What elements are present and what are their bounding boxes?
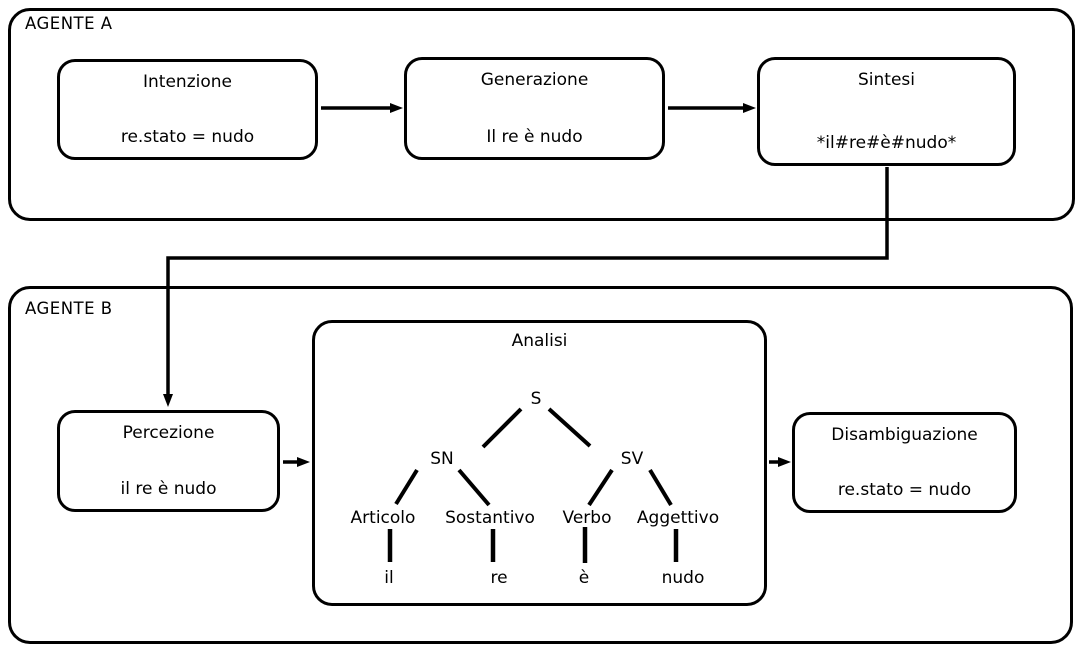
tree-node-articolo: Articolo	[350, 508, 416, 528]
disambiguazione-box: Disambiguazione re.stato = nudo	[792, 412, 1017, 513]
analisi-title: Analisi	[511, 331, 568, 351]
tree-node-aggettivo: Aggettivo	[636, 508, 720, 528]
percezione-title: Percezione	[122, 423, 215, 443]
tree-leaf-il: il	[384, 568, 394, 588]
tree-leaf-e: è	[578, 568, 590, 588]
analisi-box: Analisi	[312, 320, 767, 606]
sintesi-title: Sintesi	[858, 70, 915, 90]
percezione-value: il re è nudo	[120, 479, 217, 499]
tree-leaf-re: re	[490, 568, 508, 588]
tree-node-s: S	[530, 389, 542, 409]
generazione-value: Il re è nudo	[486, 127, 583, 147]
disambiguazione-value: re.stato = nudo	[837, 480, 972, 500]
disambiguazione-title: Disambiguazione	[831, 425, 978, 445]
tree-node-verbo: Verbo	[562, 508, 612, 528]
tree-node-sn: SN	[430, 449, 454, 469]
intenzione-value: re.stato = nudo	[120, 127, 255, 147]
sintesi-value: *il#re#è#nudo*	[816, 133, 957, 153]
generazione-box: Generazione Il re è nudo	[404, 57, 665, 160]
intenzione-box: Intenzione re.stato = nudo	[57, 59, 318, 160]
agent-b-label: AGENTE B	[25, 299, 113, 318]
sintesi-box: Sintesi *il#re#è#nudo*	[757, 57, 1016, 166]
generazione-title: Generazione	[480, 70, 589, 90]
tree-node-sostantivo: Sostantivo	[445, 508, 535, 528]
intenzione-title: Intenzione	[143, 72, 232, 92]
tree-leaf-nudo: nudo	[661, 568, 705, 588]
tree-node-sv: SV	[620, 449, 644, 469]
percezione-box: Percezione il re è nudo	[57, 410, 280, 512]
agent-a-label: AGENTE A	[25, 14, 113, 33]
